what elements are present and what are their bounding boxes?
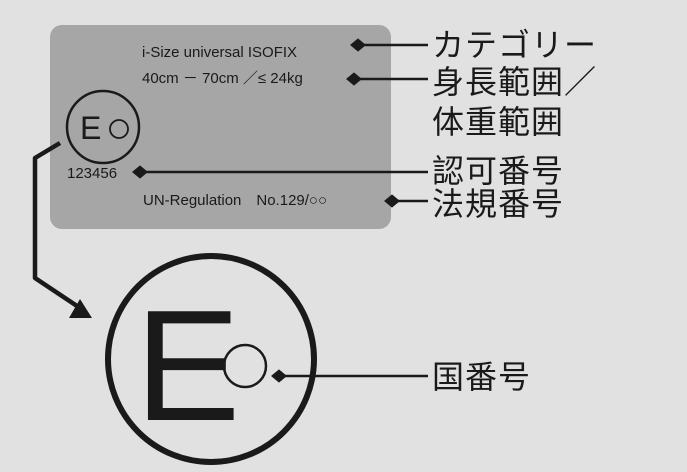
large-e-mark-circle xyxy=(105,253,317,465)
callout-approval-number: 認可番号 xyxy=(432,152,565,190)
large-e-mark-inner-circle xyxy=(222,343,268,389)
leader-category xyxy=(350,38,428,52)
small-e-mark-inner-circle xyxy=(109,119,129,139)
callout-weight-range: 体重範囲 xyxy=(432,103,565,141)
leader-approval-number xyxy=(132,165,428,179)
leader-height-weight xyxy=(346,72,428,86)
enlargement-arrow-line xyxy=(32,141,82,310)
large-e-mark-letter: E xyxy=(135,278,241,454)
callout-height-range: 身長範囲／ xyxy=(432,63,598,101)
small-e-mark-circle xyxy=(65,89,141,165)
leader-regulation-number xyxy=(384,194,428,208)
plate-category-text: i-Size universal ISOFIX xyxy=(142,44,298,61)
small-e-mark-letter: E xyxy=(80,110,102,146)
plate-approval-number: 123456 xyxy=(67,165,118,182)
leader-country-number xyxy=(271,369,428,383)
plate-regulation-text: UN-Regulation No.129/○○ xyxy=(143,192,328,209)
callout-country-number: 国番号 xyxy=(432,358,532,396)
callout-category: カテゴリー xyxy=(432,26,598,64)
plate-size-text: 40cm － 70cm ／≤ 24kg xyxy=(142,70,303,87)
callout-regulation-number: 法規番号 xyxy=(432,185,565,223)
approval-label-plate xyxy=(50,25,391,229)
enlargement-arrowhead xyxy=(69,299,92,318)
